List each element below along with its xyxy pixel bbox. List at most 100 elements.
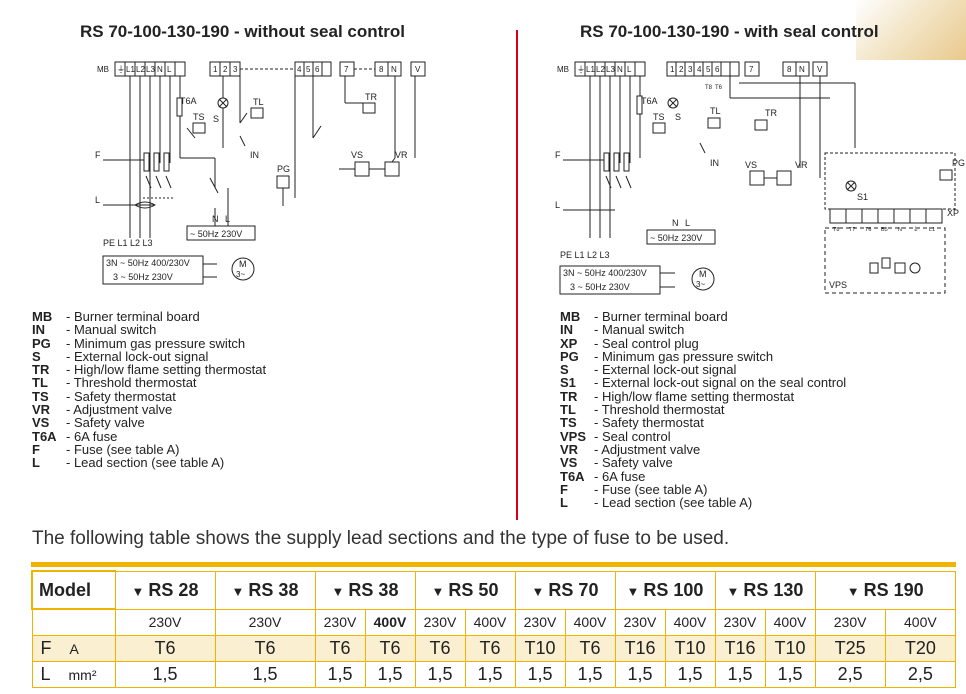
svg-text:N: N <box>391 65 397 74</box>
supply-line-1: 3N ~ 50Hz 400/230V <box>106 258 190 268</box>
svg-text:3: 3 <box>688 65 693 74</box>
table-cell: 1,5 <box>714 661 766 688</box>
voltage-row: 230V 230V 230V 400V 230V 400V 230V 400V … <box>31 608 957 636</box>
t6-label: T6 <box>715 85 723 91</box>
svg-text:4: 4 <box>697 65 702 74</box>
legend-item: MB- Burner terminal board <box>560 309 728 324</box>
vs-label: VS <box>351 150 363 160</box>
legend-item: PG- Minimum gas pressure switch <box>560 348 774 364</box>
legend-item: IN- Manual switch <box>32 322 157 338</box>
l-terminal-label: L <box>225 214 230 224</box>
ts-label: TS <box>193 112 205 122</box>
svg-text:~ 50Hz 230V: ~ 50Hz 230V <box>650 233 702 243</box>
svg-text:2: 2 <box>679 65 684 74</box>
svg-text:V: V <box>817 65 823 74</box>
model-cell: ▼RS 50 <box>414 570 516 610</box>
legend-item: F- Fuse (see table A) <box>560 481 708 497</box>
svg-text:IN: IN <box>710 158 719 168</box>
xp-pin: T7 <box>849 227 855 233</box>
center-divider <box>516 30 518 520</box>
table-cell: 230V <box>414 608 466 636</box>
legend-item: L- Lead section (see table A) <box>32 455 225 471</box>
legend-item: T6A- 6A fuse <box>560 468 646 484</box>
svg-text:L3: L3 <box>146 65 155 74</box>
motor-label: M <box>239 259 247 269</box>
table-cell: T6 <box>114 635 216 662</box>
table-cell: 400V <box>364 608 416 636</box>
vps-label: VPS <box>829 280 847 290</box>
model-cell: ▼RS 28 <box>114 570 216 610</box>
table-header-row: Model ▼RS 28 ▼RS 38 ▼RS 38 ▼RS 50 ▼RS 70… <box>31 570 956 610</box>
table-cell: T10 <box>664 635 716 662</box>
svg-text:TL: TL <box>710 106 721 116</box>
mains-label: ~ 50Hz 230V <box>190 229 242 239</box>
legend-item: MB- Burner terminal board <box>32 309 200 324</box>
xp-pin: T6 <box>865 227 871 233</box>
model-cell: ▼RS 130 <box>714 570 816 610</box>
legend-item: T6A- 6A fuse <box>32 428 118 444</box>
svg-text:3 ~ 50Hz 230V: 3 ~ 50Hz 230V <box>570 282 630 292</box>
right-diagram-title: RS 70-100-130-190 - with seal control <box>580 22 879 41</box>
svg-text:N: N <box>799 65 805 74</box>
xp-pin: B5 <box>881 227 888 233</box>
svg-text:6: 6 <box>715 65 720 74</box>
legend-item: VS- Safety valve <box>32 415 145 431</box>
s-label: S <box>213 114 219 124</box>
pg-right-label: PG <box>952 158 965 168</box>
table-cell: 400V <box>464 608 516 636</box>
legend-item: XP- Seal control plug <box>560 335 699 351</box>
table-cell: 2,5 <box>814 661 886 688</box>
legend-item: TS- Safety thermostat <box>32 388 176 404</box>
s1-label: S1 <box>857 192 868 202</box>
n-terminal-label: N <box>212 214 219 224</box>
table-cell: T16 <box>714 635 766 662</box>
svg-text:5: 5 <box>706 65 711 74</box>
table-cell: T6 <box>314 635 366 662</box>
legend-item: L- Lead section (see table A) <box>560 495 753 511</box>
legend-item: TL- Threshold thermostat <box>32 375 197 391</box>
table-intro-note: The following table shows the supply lea… <box>32 528 730 549</box>
legend-item: S- External lock-out signal <box>560 362 737 378</box>
table-cell: 1,5 <box>464 661 516 688</box>
svg-text:1: 1 <box>213 65 218 74</box>
svg-text:S: S <box>675 112 681 122</box>
svg-text:8: 8 <box>379 65 384 74</box>
left-diagram-title: RS 70-100-130-190 - without seal control <box>80 22 405 41</box>
svg-text:N: N <box>157 65 163 74</box>
xp-pin: T8 <box>833 227 839 233</box>
svg-text:VR: VR <box>795 160 808 170</box>
table-cell: T10 <box>764 635 816 662</box>
legend-item: PG- Minimum gas pressure switch <box>32 335 246 351</box>
svg-text:2: 2 <box>223 65 228 74</box>
table-cell: 1,5 <box>314 661 366 688</box>
table-cell: 400V <box>564 608 616 636</box>
svg-text:MB: MB <box>97 65 109 74</box>
in-label: IN <box>250 150 259 160</box>
legend-item: IN- Manual switch <box>560 322 685 338</box>
table-cell: 1,5 <box>514 661 566 688</box>
legend-item: TR- High/low flame setting thermostat <box>560 388 795 404</box>
table-cell: 1,5 <box>214 661 316 688</box>
svg-text:L3: L3 <box>606 65 615 74</box>
f-label: F <box>95 150 101 160</box>
pg-label: PG <box>277 164 290 174</box>
model-cell: ▼RS 100 <box>614 570 716 610</box>
table-cell: 1,5 <box>664 661 716 688</box>
svg-text:1: 1 <box>670 65 675 74</box>
table-cell: T16 <box>614 635 666 662</box>
legend-item: TL- Threshold thermostat <box>560 402 725 418</box>
legend-item: S- External lock-out signal <box>32 348 209 364</box>
xp-pin: N <box>898 227 902 233</box>
table-cell: 400V <box>884 608 957 636</box>
svg-text:L: L <box>555 200 560 210</box>
table-cell: 230V <box>714 608 766 636</box>
vr-label: VR <box>395 150 408 160</box>
svg-text:M: M <box>699 269 707 279</box>
svg-text:L: L <box>167 65 172 74</box>
table-cell: T6 <box>464 635 516 662</box>
svg-text:TR: TR <box>765 108 777 118</box>
svg-text:7: 7 <box>749 65 754 74</box>
